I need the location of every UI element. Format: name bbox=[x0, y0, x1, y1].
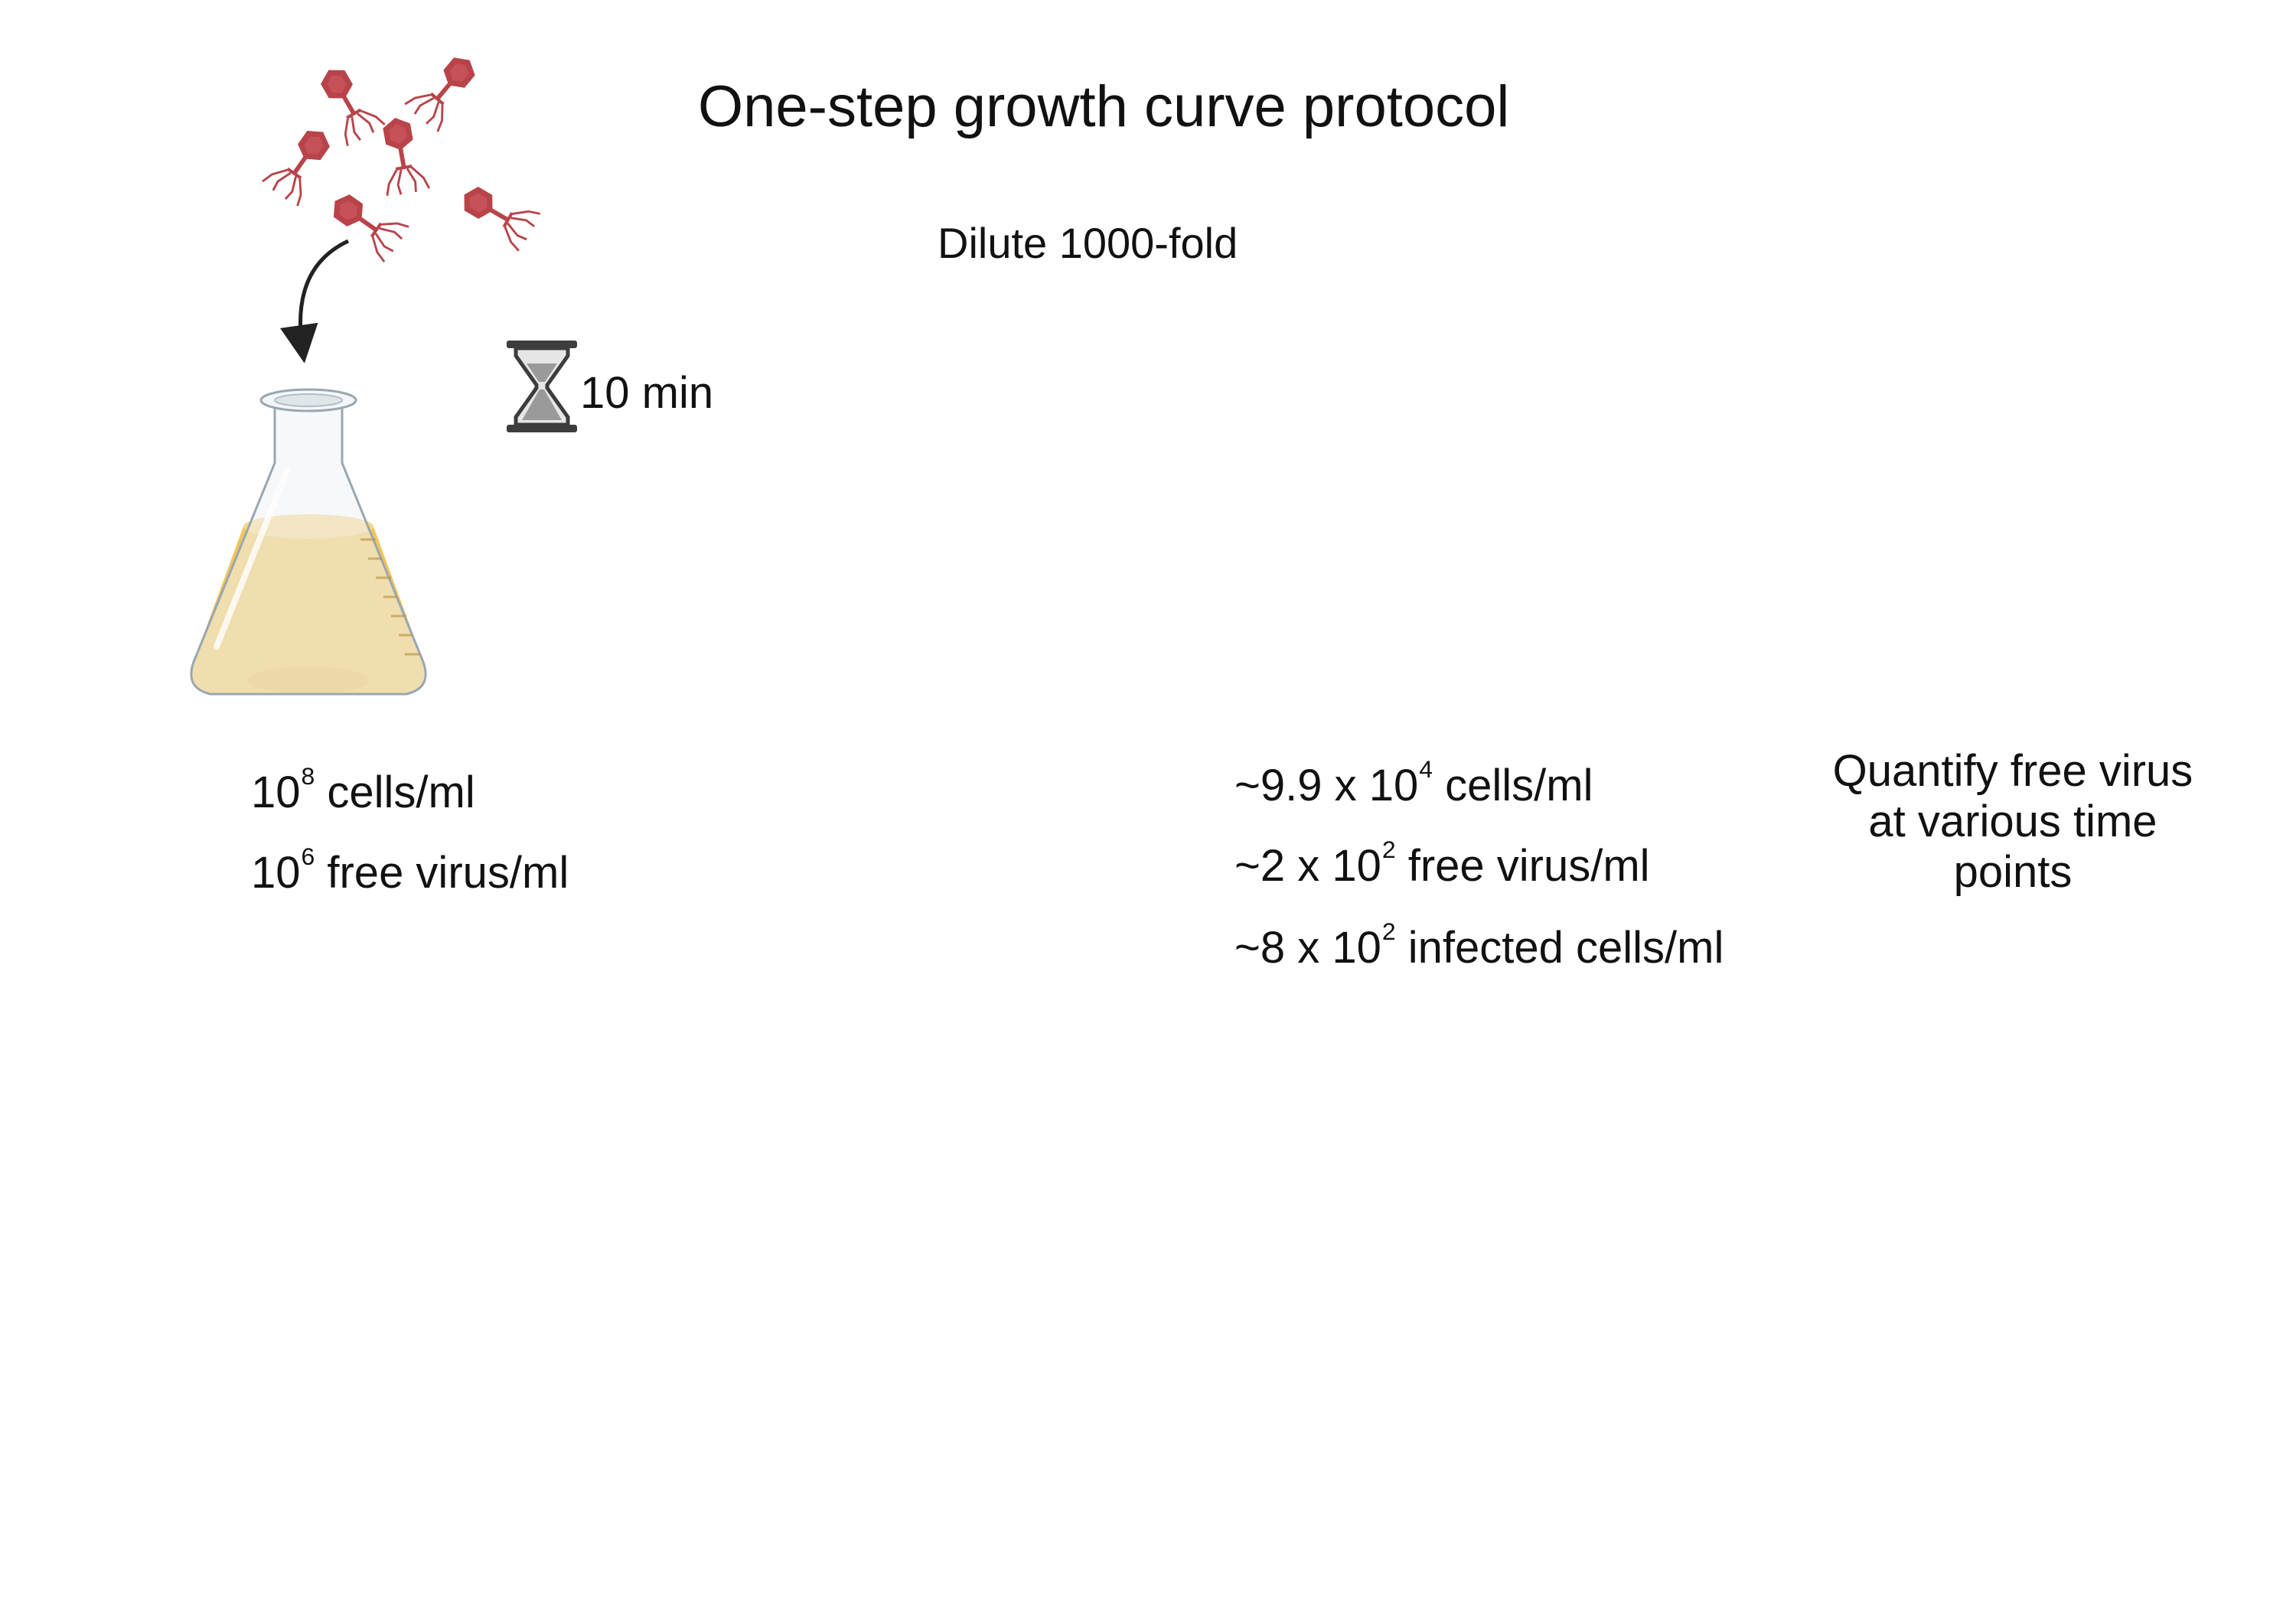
incubation-time-label: 10 min bbox=[580, 368, 714, 418]
page-title: One-step growth curve protocol bbox=[698, 74, 1510, 139]
phage-icon bbox=[373, 112, 431, 198]
add-phage-arrow-icon bbox=[280, 239, 350, 363]
initial-cells-label: 108 cells/ml bbox=[251, 761, 475, 817]
phage-icon bbox=[260, 119, 342, 208]
infection-flask-icon bbox=[191, 390, 426, 694]
infected-cells-label: ~8 x 102 infected cells/ml bbox=[1234, 917, 1724, 973]
quantify-label: Quantify free virus at various time poin… bbox=[1832, 746, 2193, 897]
initial-virus-label: 106 free virus/ml bbox=[251, 842, 569, 898]
phage-cloud bbox=[260, 45, 543, 264]
phage-icon bbox=[403, 45, 488, 134]
dilution-label: Dilute 1000-fold bbox=[938, 219, 1238, 267]
diluted-cells-label: ~9.9 x 104 cells/ml bbox=[1234, 755, 1593, 810]
phage-icon bbox=[321, 182, 411, 264]
phage-icon bbox=[452, 174, 543, 253]
diluted-virus-label: ~2 x 102 free virus/ml bbox=[1234, 835, 1650, 891]
hourglass-icon bbox=[507, 341, 577, 432]
